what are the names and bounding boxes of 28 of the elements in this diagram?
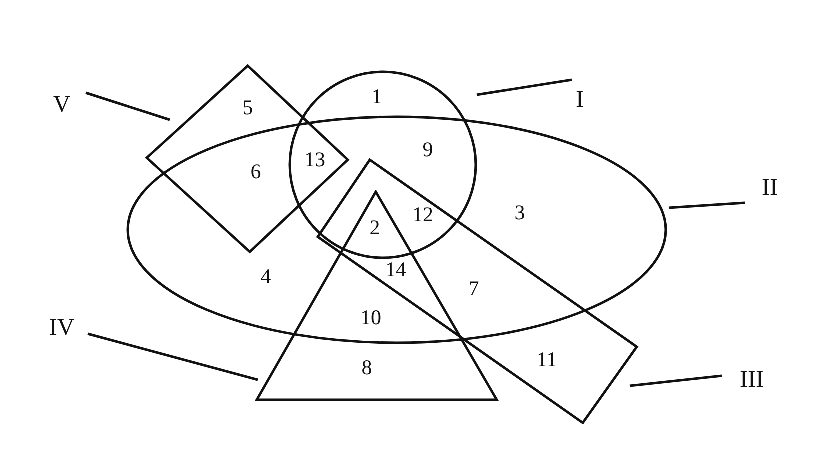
region-number: 12: [412, 204, 434, 226]
region-number: 8: [362, 358, 372, 378]
leader-line: [630, 374, 722, 388]
ellipse-outline: [126, 115, 668, 345]
diamond-outline: [145, 64, 350, 254]
region-number: 6: [250, 162, 262, 182]
leader-line: [476, 78, 572, 96]
region-number: 13: [304, 150, 326, 170]
region-number: 7: [468, 278, 480, 300]
leader-line: [668, 202, 746, 210]
set-label: II: [762, 176, 778, 200]
leader-line: [88, 332, 258, 382]
triangle-outline: [255, 190, 499, 402]
region-number: 10: [360, 308, 382, 328]
region-number: 11: [536, 350, 558, 370]
set-label: I: [576, 88, 584, 112]
region-number: 5: [242, 98, 254, 118]
set-label: IV: [49, 316, 75, 340]
region-number: 4: [260, 266, 272, 288]
set-label: III: [740, 368, 764, 392]
circle-outline: [288, 70, 478, 260]
region-number: 3: [514, 202, 526, 224]
region-number: 2: [370, 218, 380, 238]
region-number: 1: [372, 86, 382, 108]
leader-line: [86, 92, 170, 122]
region-number: 9: [422, 140, 434, 160]
region-number: 14: [386, 260, 406, 280]
set-label: V: [53, 93, 71, 117]
